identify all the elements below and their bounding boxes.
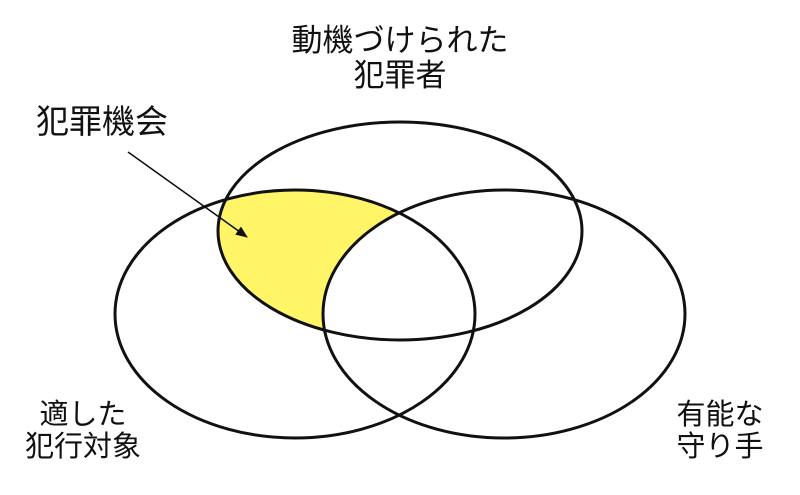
label-suitable-target-line1: 適した [39, 397, 127, 431]
label-capable-guardian-line1: 有能な [676, 397, 764, 431]
ellipse-capable-guardian [321, 188, 687, 440]
ellipse-motivated-offender [216, 120, 584, 342]
label-motivated-offender: 動機づけられた 犯罪者 [250, 24, 550, 93]
label-motivated-offender-line2: 犯罪者 [353, 57, 447, 94]
label-suitable-target-line2: 犯行対象 [24, 429, 141, 464]
pointer-arrow [127, 151, 248, 238]
label-capable-guardian-line2: 守り手 [676, 429, 764, 464]
label-capable-guardian: 有能な 守り手 [660, 398, 780, 463]
ellipse-suitable-target [113, 188, 477, 440]
label-suitable-target: 適した 犯行対象 [8, 398, 158, 463]
label-crime-opportunity: 犯罪機会 [36, 102, 186, 141]
label-motivated-offender-line1: 動機づけられた [291, 23, 509, 59]
label-crime-opportunity-text: 犯罪機会 [36, 102, 168, 141]
crime-opportunity-region [218, 190, 475, 340]
